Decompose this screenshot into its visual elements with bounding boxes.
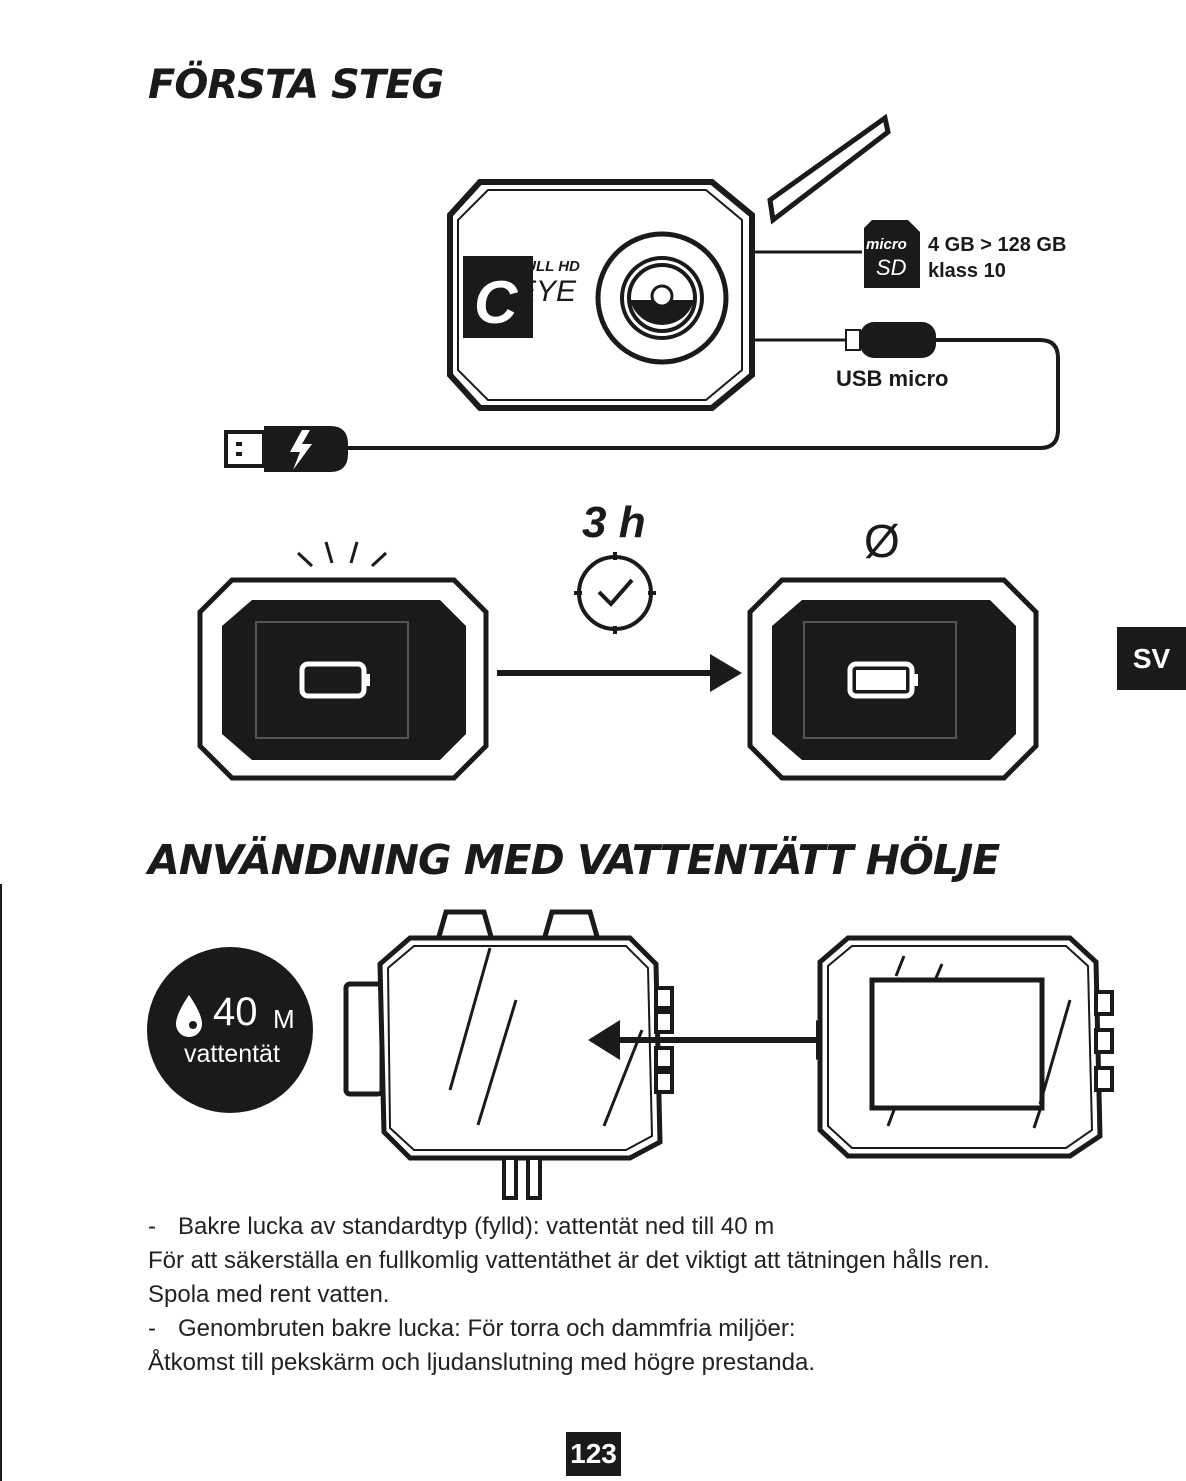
water-badge [147,947,313,1113]
camera-brand-letter: C [474,269,518,336]
camera-brand-small: FULL HD [516,258,580,275]
instruction-line-2: För att säkerställa en fullkomlig vatten… [148,1247,990,1274]
language-tab: SV [1117,627,1186,690]
instructions: -Bakre lucka av standardtyp (fylld): vat… [148,1210,1108,1380]
sd-badge-top: micro [866,236,907,253]
sd-badge-bottom: SD [876,255,907,280]
clock-check-icon [574,552,656,634]
instruction-line-1: -Bakre lucka av standardtyp (fylld): vat… [148,1210,1108,1244]
camera-front-illustration [447,113,891,411]
line-text: Bakre lucka av standardtyp (fylld): vatt… [178,1213,775,1240]
sd-card-icon [864,220,920,288]
depth-unit: M [273,1004,295,1034]
page-number: 123 [566,1432,621,1476]
instruction-line-3: Spola med rent vatten. [148,1281,390,1308]
line-text: Genombruten bakre lucka: För torra och d… [178,1315,796,1342]
instruction-line-4: -Genombruten bakre lucka: För torra och … [148,1312,1108,1346]
camera-back-charging [197,541,489,781]
battery-empty-icon [299,661,370,699]
usb-plug-icon [224,322,1060,472]
page-title-waterproof: ANVÄNDNING MED VATTENTÄTT HÖLJE [148,836,1000,884]
page-title-first-steps: FÖRSTA STEG [148,62,444,108]
dash: - [148,1213,156,1240]
water-drop-icon [176,995,202,1037]
housing-back-door [817,935,1114,1159]
instruction-line-5: Åtkomst till pekskärm och ljudanslutning… [148,1349,816,1376]
sd-class: klass 10 [928,260,1006,282]
charge-duration: 3 h [582,498,646,547]
usb-label: USB micro [836,366,949,391]
sd-capacity: 4 GB > 128 GB [928,234,1067,256]
camera-brand-large: EYE [516,275,577,308]
waterproof-label: vattentät [184,1040,280,1068]
battery-full-icon [847,661,918,699]
margin-line [0,884,2,1481]
charge-done-symbol: Ø [864,515,900,567]
housing-closed [343,909,674,1200]
dash: - [148,1315,156,1342]
arrow-right-icon [497,654,742,692]
depth-value: 40 [213,990,258,1034]
lightning-icon [290,430,312,470]
